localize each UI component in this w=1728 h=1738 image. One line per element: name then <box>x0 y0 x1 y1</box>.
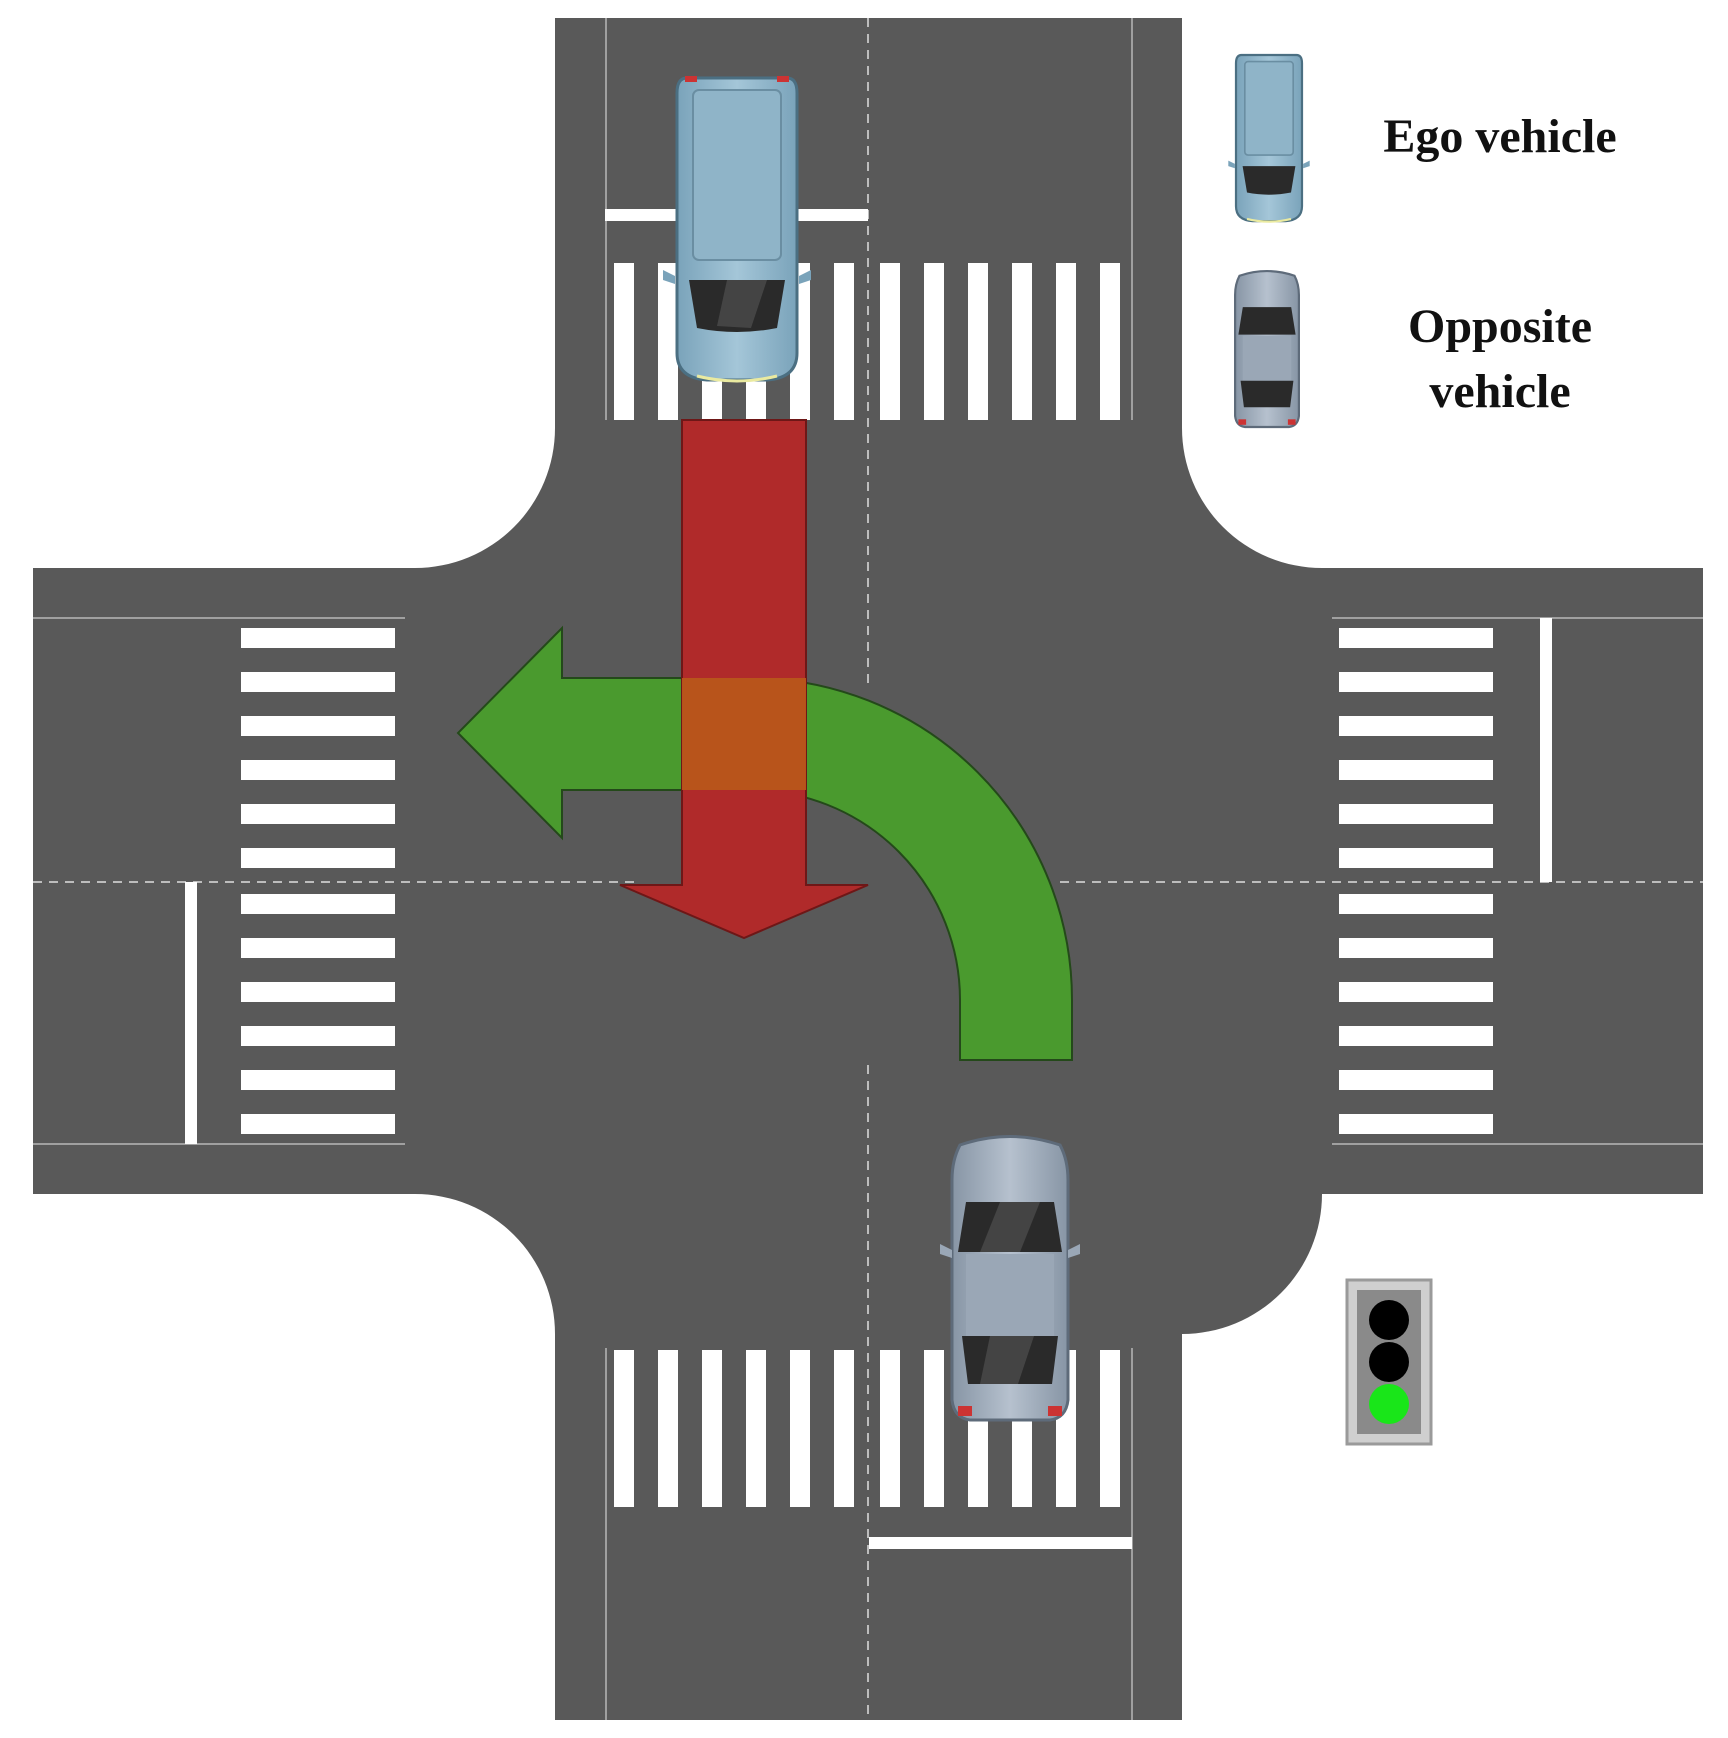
legend-opposite-vehicle-label: Opposite vehicle <box>1340 295 1660 425</box>
traffic-light-lamp-bottom-green <box>1369 1384 1409 1424</box>
road-edge-lines <box>33 18 1703 1720</box>
stop-lines <box>185 209 1552 1549</box>
legend-ego-vehicle-label: Ego vehicle <box>1383 110 1617 163</box>
crosswalk-west <box>241 628 395 1134</box>
legend-opposite-vehicle-icon <box>1233 269 1301 429</box>
legend-opposite-label-line1: Opposite <box>1407 300 1593 353</box>
road-surface <box>33 18 1703 1720</box>
crosswalk-east <box>1339 628 1493 1134</box>
center-dashed-lines <box>33 18 1703 1720</box>
corner-fillet-top-right <box>1182 428 1322 568</box>
corner-fillet-bottom-left <box>415 1194 555 1334</box>
traffic-light-icon <box>1345 1278 1433 1446</box>
stop-line-east <box>1540 618 1552 882</box>
stop-line-west <box>185 882 197 1144</box>
ego-vehicle-icon <box>663 76 811 383</box>
legend-ego-vehicle-icon <box>1228 53 1310 223</box>
corner-fillet-bottom-right <box>1182 1194 1322 1334</box>
opposite-vehicle-icon <box>940 1135 1080 1422</box>
legend-opposite-label-line2: vehicle <box>1429 364 1571 418</box>
stop-line-south <box>869 1537 1132 1549</box>
traffic-light-lamp-top <box>1369 1300 1409 1340</box>
corner-fillet-top-left <box>415 428 555 568</box>
traffic-light-lamp-middle <box>1369 1342 1409 1382</box>
path-conflict-zone <box>682 678 806 790</box>
